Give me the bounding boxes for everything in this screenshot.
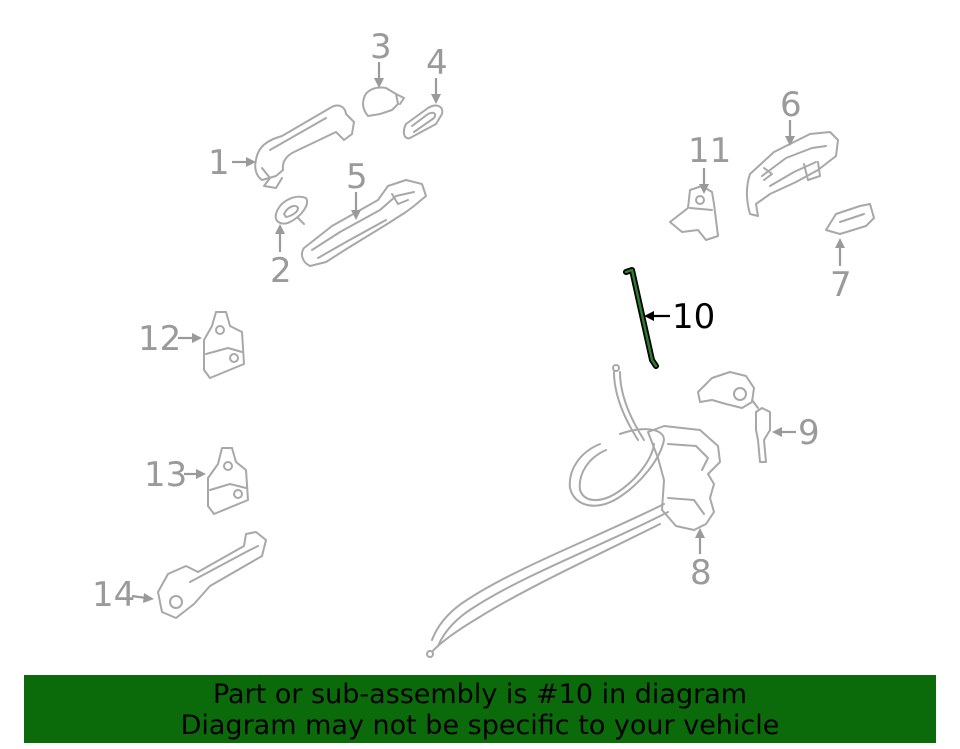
svg-text:3: 3 <box>370 27 392 67</box>
callout-4: 4 <box>426 43 448 104</box>
svg-text:9: 9 <box>798 413 820 453</box>
svg-text:4: 4 <box>426 43 448 83</box>
part-11-bracket[interactable] <box>669 185 719 241</box>
callout-3: 3 <box>370 27 392 88</box>
part-2-gasket[interactable] <box>274 195 308 225</box>
svg-text:7: 7 <box>830 265 852 305</box>
parts-diagram: 1 2 3 4 5 6 7 8 9 10 <box>92 27 875 658</box>
callout-1: 1 <box>208 143 256 183</box>
part-8-latch-assembly[interactable] <box>426 364 721 658</box>
banner-line-part-number: Part or sub-assembly is #10 in diagram <box>212 679 748 710</box>
svg-text:11: 11 <box>688 131 731 171</box>
svg-text:10: 10 <box>672 297 715 337</box>
callout-13: 13 <box>144 455 206 495</box>
callout-5: 5 <box>346 157 368 220</box>
svg-text:6: 6 <box>780 85 802 125</box>
svg-text:8: 8 <box>690 553 712 593</box>
callout-9: 9 <box>772 413 820 453</box>
part-6-inside-handle[interactable] <box>746 131 839 217</box>
part-9-lock-cylinder[interactable] <box>697 371 771 463</box>
callout-7: 7 <box>830 238 852 305</box>
part-4-bezel[interactable] <box>402 104 444 140</box>
svg-text:13: 13 <box>144 455 187 495</box>
callout-12: 12 <box>138 319 202 359</box>
svg-text:1: 1 <box>208 143 230 183</box>
part-7-trim[interactable] <box>825 203 875 235</box>
svg-text:12: 12 <box>138 319 181 359</box>
part-3-handle-cap[interactable] <box>362 86 405 117</box>
part-info-banner: Part or sub-assembly is #10 in diagram D… <box>24 675 936 743</box>
part-1-outside-handle[interactable] <box>254 104 355 189</box>
callout-8: 8 <box>690 528 712 593</box>
part-14-door-check[interactable] <box>157 531 267 619</box>
part-13-bracket[interactable] <box>207 447 249 515</box>
svg-text:2: 2 <box>270 251 292 291</box>
part-12-bracket[interactable] <box>203 311 245 379</box>
callout-14: 14 <box>92 575 154 615</box>
part-5-handle-frame[interactable] <box>301 179 427 267</box>
callout-10: 10 <box>644 297 715 337</box>
svg-text:5: 5 <box>346 157 368 197</box>
part-10-rod-highlighted[interactable] <box>623 267 659 369</box>
svg-text:14: 14 <box>92 575 135 615</box>
callout-6: 6 <box>780 85 802 146</box>
banner-line-disclaimer: Diagram may not be specific to your vehi… <box>180 710 780 741</box>
callout-11: 11 <box>688 131 731 194</box>
callout-2: 2 <box>270 224 292 291</box>
